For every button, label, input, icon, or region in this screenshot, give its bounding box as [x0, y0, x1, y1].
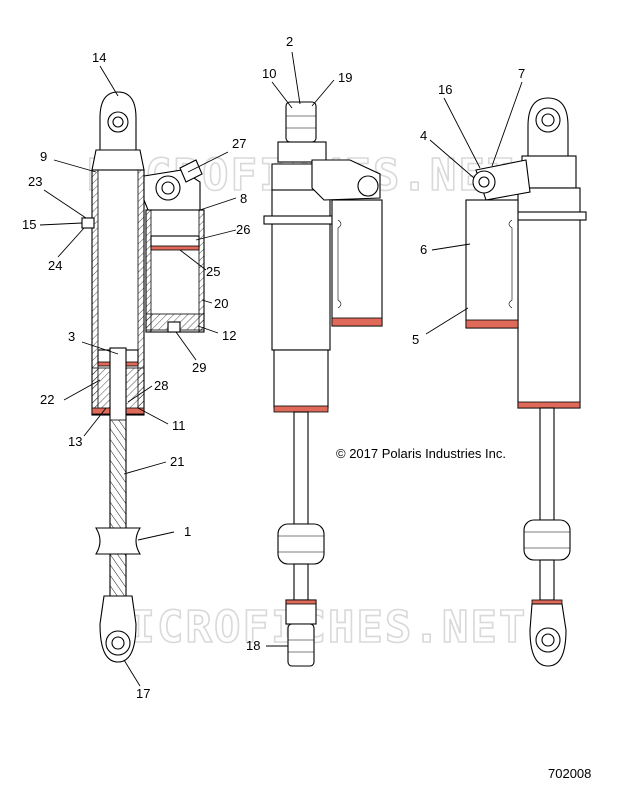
callout-23: 23	[28, 174, 42, 189]
callout-14: 14	[92, 50, 106, 65]
leader-lines	[39, 51, 523, 687]
middle-shock	[263, 101, 383, 667]
callout-8: 8	[240, 191, 247, 206]
callout-2: 2	[286, 34, 293, 49]
callout-27: 27	[232, 136, 246, 151]
callout-26: 26	[236, 222, 250, 237]
callout-24: 24	[48, 258, 62, 273]
callout-20: 20	[214, 296, 228, 311]
callout-labels: 1 2 3 4 5 6 7 8 9 10 11 12 13 14 15 16 1…	[22, 34, 525, 701]
callout-5: 5	[412, 332, 419, 347]
callout-21: 21	[170, 454, 184, 469]
callout-4: 4	[420, 128, 427, 143]
callout-17: 17	[136, 686, 150, 701]
callout-22: 22	[40, 392, 54, 407]
drawing-number: 702008	[548, 766, 591, 781]
callout-12: 12	[222, 328, 236, 343]
callout-28: 28	[154, 378, 168, 393]
callout-7: 7	[518, 66, 525, 81]
callout-10: 10	[262, 66, 276, 81]
callout-1: 1	[184, 524, 191, 539]
callout-25: 25	[206, 264, 220, 279]
callout-11: 11	[172, 418, 186, 433]
callout-29: 29	[192, 360, 206, 375]
callout-19: 19	[338, 70, 352, 85]
callout-16: 16	[438, 82, 452, 97]
right-shock	[465, 97, 587, 667]
left-shock-cutaway	[81, 91, 205, 663]
callout-15: 15	[22, 217, 36, 232]
callout-3: 3	[68, 329, 75, 344]
callout-6: 6	[420, 242, 427, 257]
callout-18: 18	[246, 638, 260, 653]
callout-13: 13	[68, 434, 82, 449]
callout-9: 9	[40, 149, 47, 164]
copyright-notice: © 2017 Polaris Industries Inc.	[336, 446, 506, 461]
